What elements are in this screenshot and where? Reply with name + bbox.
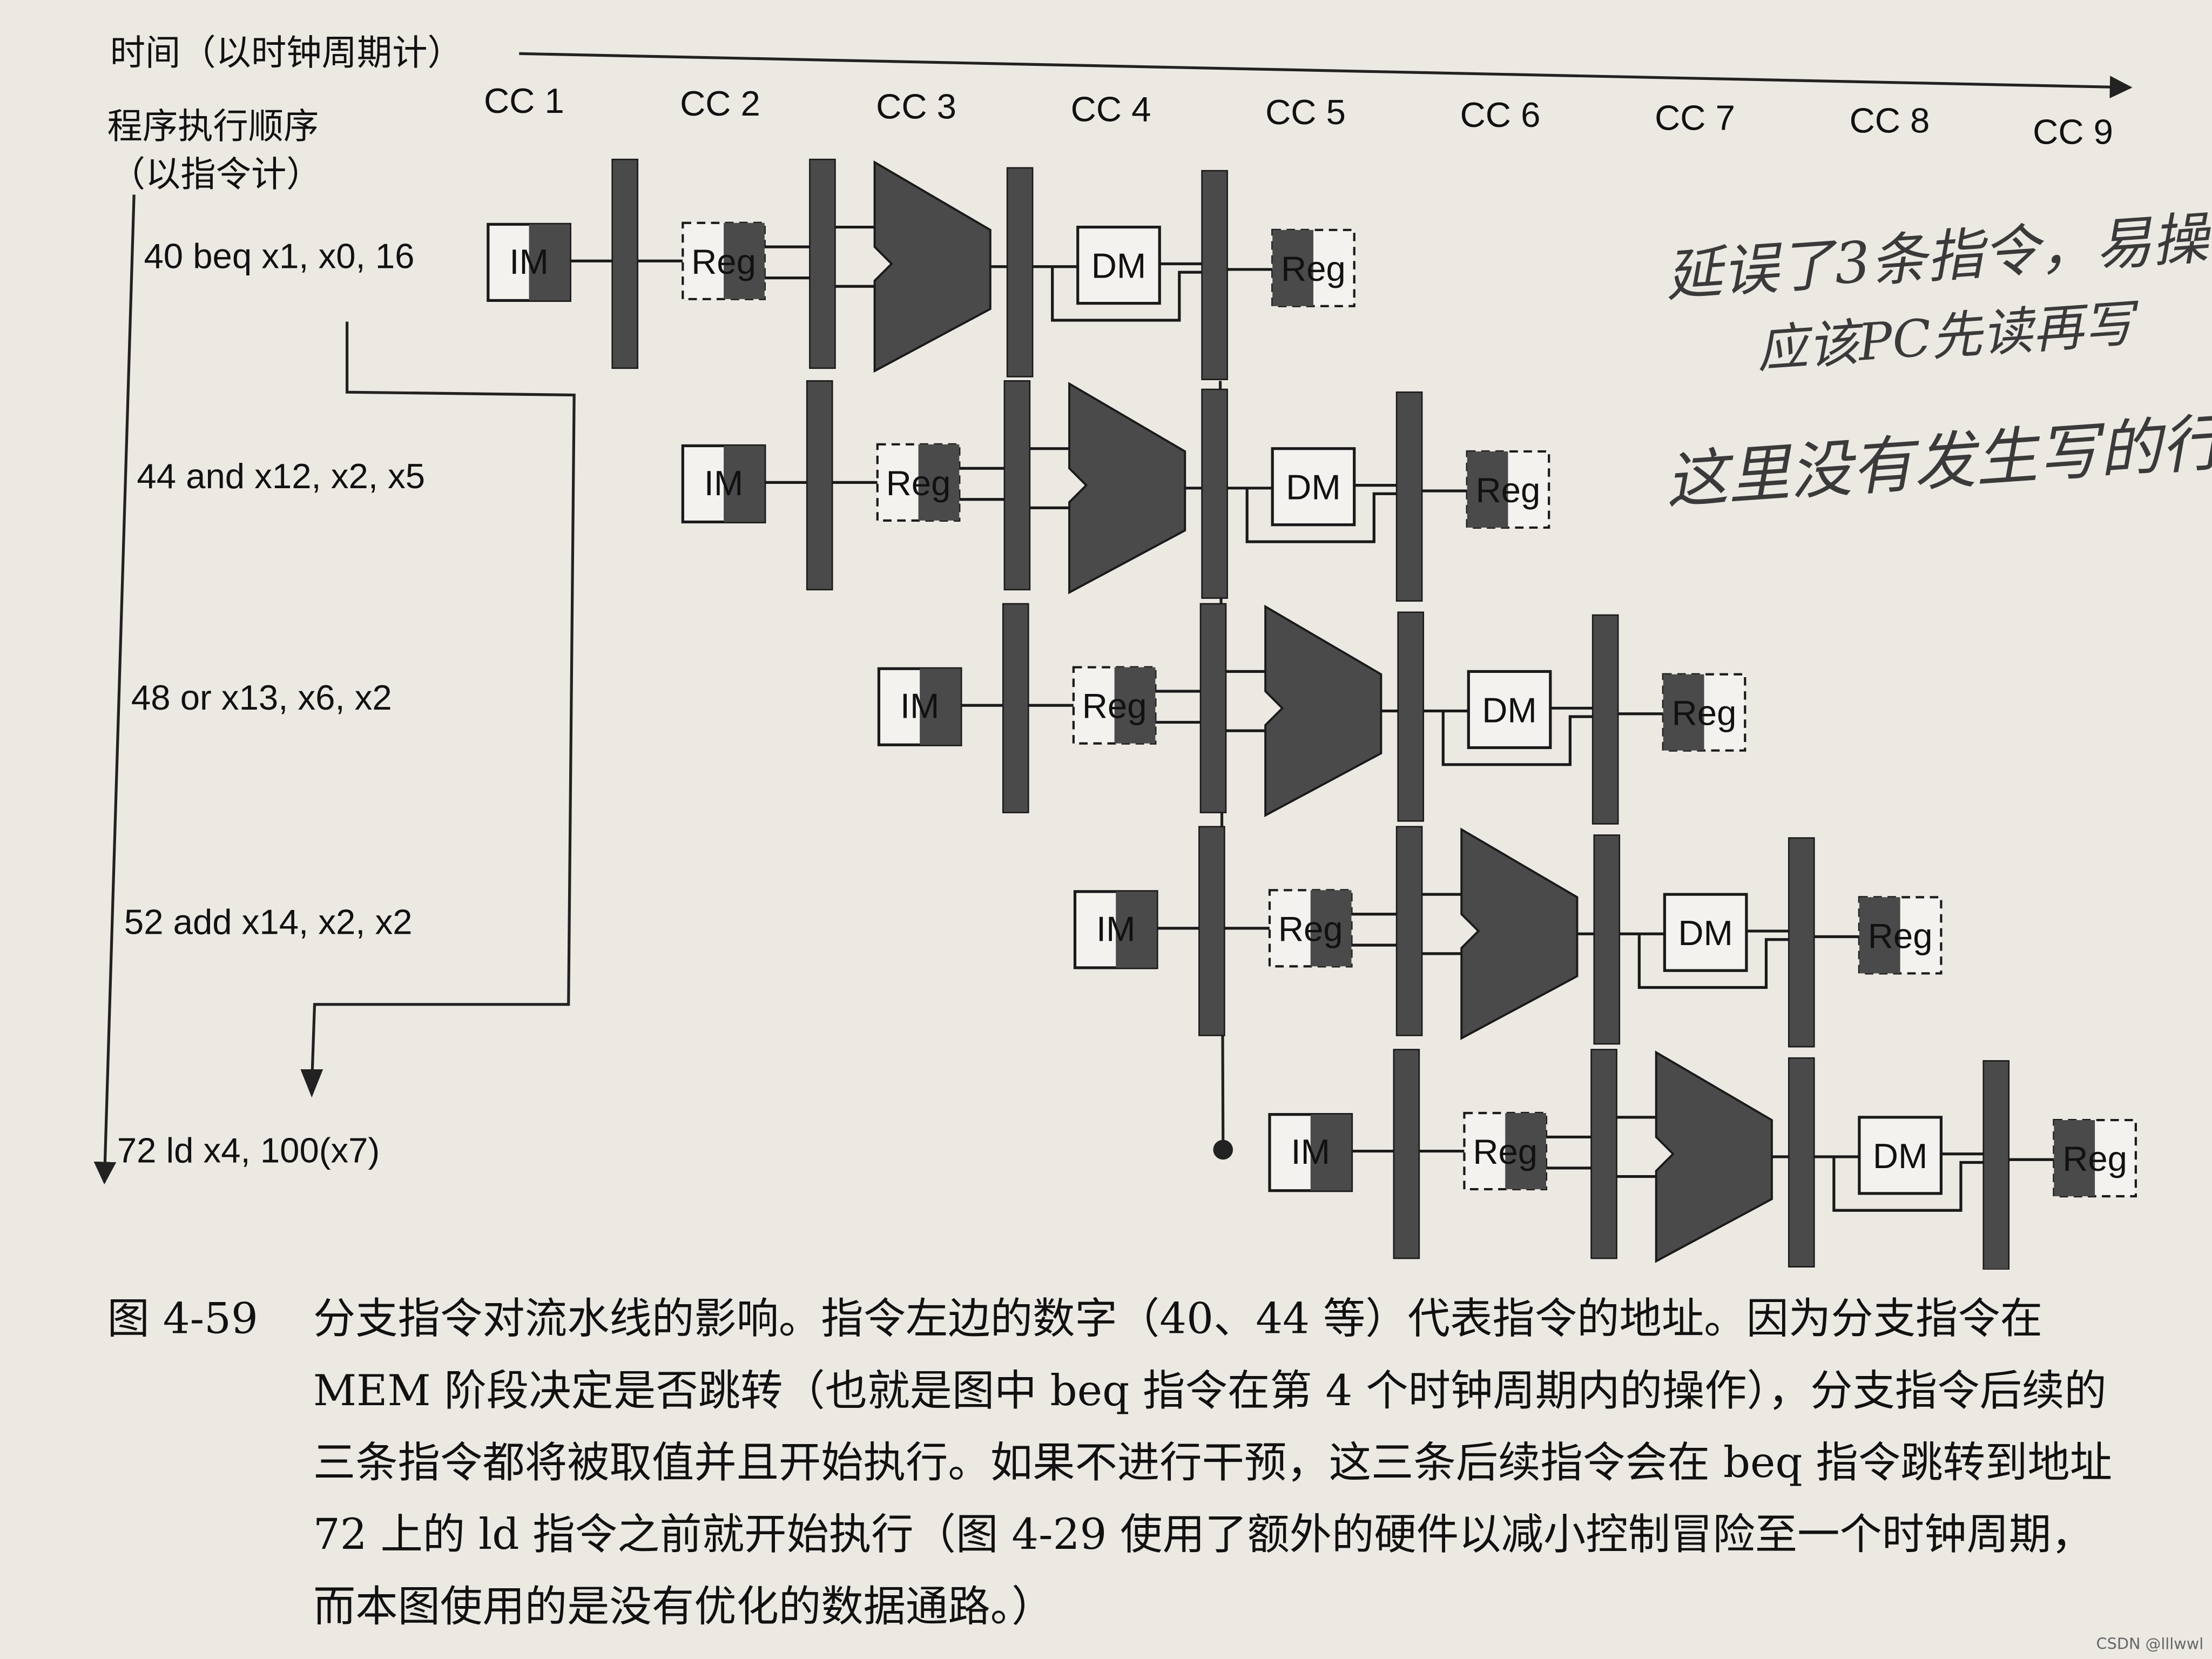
reg-label: Reg bbox=[1281, 249, 1346, 288]
alu-shape bbox=[873, 160, 992, 373]
pipeline-register-bar bbox=[1590, 1049, 1617, 1259]
time-axis-label: 时间（以时钟周期计） bbox=[110, 32, 463, 73]
program-order-arrow bbox=[93, 194, 136, 1185]
im-label: IM bbox=[900, 686, 940, 726]
instruction-label: 40 beq x1, x0, 16 bbox=[144, 237, 415, 276]
reg-write-shade bbox=[1859, 897, 1900, 974]
reg-read-shade bbox=[724, 222, 765, 299]
pipeline-register-bar bbox=[1198, 826, 1225, 1036]
reg-label: Reg bbox=[886, 463, 951, 503]
pipeline-register-bar bbox=[1593, 834, 1621, 1045]
pipeline-register-bar bbox=[1982, 1060, 2010, 1270]
reg-label: Reg bbox=[1868, 916, 1933, 955]
cc-label: CC 6 bbox=[1460, 96, 1541, 136]
pipeline-register-bar bbox=[1591, 614, 1619, 825]
pipeline-register-bar bbox=[611, 158, 639, 369]
im-label: IM bbox=[509, 242, 549, 281]
cc-label: CC 7 bbox=[1655, 98, 1735, 138]
pipeline-register-bar bbox=[1788, 837, 1815, 1048]
im-box-shade bbox=[724, 446, 765, 522]
wire bbox=[1832, 1157, 1984, 1212]
alu-shape bbox=[1655, 1050, 1773, 1263]
time-axis-arrow bbox=[519, 52, 2133, 99]
pipeline-register-bar bbox=[806, 380, 833, 591]
cc-label: CC 5 bbox=[1265, 93, 1346, 133]
pipeline-register-bar bbox=[809, 158, 836, 369]
reg-read-shade bbox=[918, 444, 960, 521]
branch-path-arrowhead bbox=[300, 1069, 323, 1098]
instruction-label: 48 or x13, x6, x2 bbox=[131, 678, 392, 718]
wire bbox=[1245, 488, 1397, 543]
cc-label: CC 3 bbox=[876, 87, 956, 127]
pipeline-register-bar bbox=[1003, 380, 1031, 591]
cc-label: CC 8 bbox=[1849, 102, 1930, 141]
reg-write-shade bbox=[1663, 674, 1704, 751]
wire bbox=[1441, 711, 1593, 766]
reg-write-shade bbox=[1272, 230, 1313, 306]
im-box-shade bbox=[529, 224, 570, 301]
dm-box bbox=[1858, 1116, 1943, 1195]
pipeline-register-bar bbox=[1199, 603, 1227, 813]
im-label: IM bbox=[1291, 1132, 1330, 1171]
dm-box bbox=[1076, 225, 1161, 305]
branch-target-dot bbox=[1213, 1139, 1233, 1160]
pipeline-register-bar bbox=[1201, 388, 1228, 599]
figure-number: 图 4-59 bbox=[107, 1294, 258, 1345]
pipeline-register-bar bbox=[1397, 611, 1425, 822]
dm-label: DM bbox=[1482, 690, 1537, 730]
wire bbox=[1051, 266, 1202, 322]
dm-label: DM bbox=[1873, 1136, 1928, 1176]
reg-write-shade bbox=[2054, 1120, 2095, 1197]
wire bbox=[1637, 934, 1789, 989]
figure-caption: 分支指令对流水线的影响。指令左边的数字（40、44 等）代表指令的地址。因为分支… bbox=[313, 1294, 2113, 1633]
reg-label: Reg bbox=[691, 242, 756, 281]
pipeline-register-bar bbox=[1395, 391, 1423, 602]
reg-write-shade bbox=[1467, 451, 1508, 528]
im-box-shade bbox=[920, 669, 961, 745]
order-axis-label-2: （以指令计） bbox=[110, 153, 322, 195]
pipeline-register-bar bbox=[1002, 603, 1029, 813]
cc-label: CC 2 bbox=[680, 84, 760, 124]
instruction-label: 72 ld x4, 100(x7) bbox=[117, 1131, 380, 1171]
alu-shape bbox=[1264, 604, 1382, 818]
im-label: IM bbox=[704, 463, 744, 503]
pipeline-register-bar bbox=[1393, 1049, 1420, 1259]
cc-label: CC 4 bbox=[1070, 90, 1151, 130]
im-box-shade bbox=[1310, 1114, 1352, 1191]
pipeline-register-bar bbox=[1201, 170, 1228, 380]
watermark-credit: CSDN @lllwwl bbox=[2096, 1635, 2204, 1654]
alu-shape bbox=[1460, 827, 1579, 1040]
dm-box bbox=[1467, 670, 1552, 750]
instruction-label: 44 and x12, x2, x5 bbox=[137, 457, 426, 497]
dm-label: DM bbox=[1091, 246, 1147, 286]
pipeline-register-bar bbox=[1006, 167, 1034, 377]
reg-read-shade bbox=[1310, 890, 1352, 967]
pipeline-register-bar bbox=[1395, 826, 1423, 1036]
reg-label: Reg bbox=[1473, 1132, 1537, 1171]
im-label: IM bbox=[1096, 909, 1136, 948]
cc-label: CC 9 bbox=[2033, 112, 2113, 153]
cc-label: CC 1 bbox=[483, 82, 564, 122]
reg-label: Reg bbox=[1278, 909, 1343, 948]
reg-read-shade bbox=[1505, 1113, 1546, 1190]
reg-label: Reg bbox=[1082, 686, 1147, 726]
reg-label: Reg bbox=[1672, 693, 1737, 733]
im-box-shade bbox=[1116, 891, 1157, 968]
reg-label: Reg bbox=[1476, 470, 1541, 510]
instruction-label: 52 add x14, x2, x2 bbox=[124, 902, 413, 942]
reg-read-shade bbox=[1114, 667, 1156, 744]
dm-label: DM bbox=[1286, 468, 1341, 507]
pipeline-register-bar bbox=[1788, 1057, 1815, 1268]
dm-label: DM bbox=[1678, 913, 1733, 953]
reg-label: Reg bbox=[2062, 1139, 2127, 1178]
alu-shape bbox=[1068, 382, 1186, 595]
branch-path-line bbox=[310, 321, 576, 1087]
order-axis-label-1: 程序执行顺序 bbox=[107, 105, 319, 147]
